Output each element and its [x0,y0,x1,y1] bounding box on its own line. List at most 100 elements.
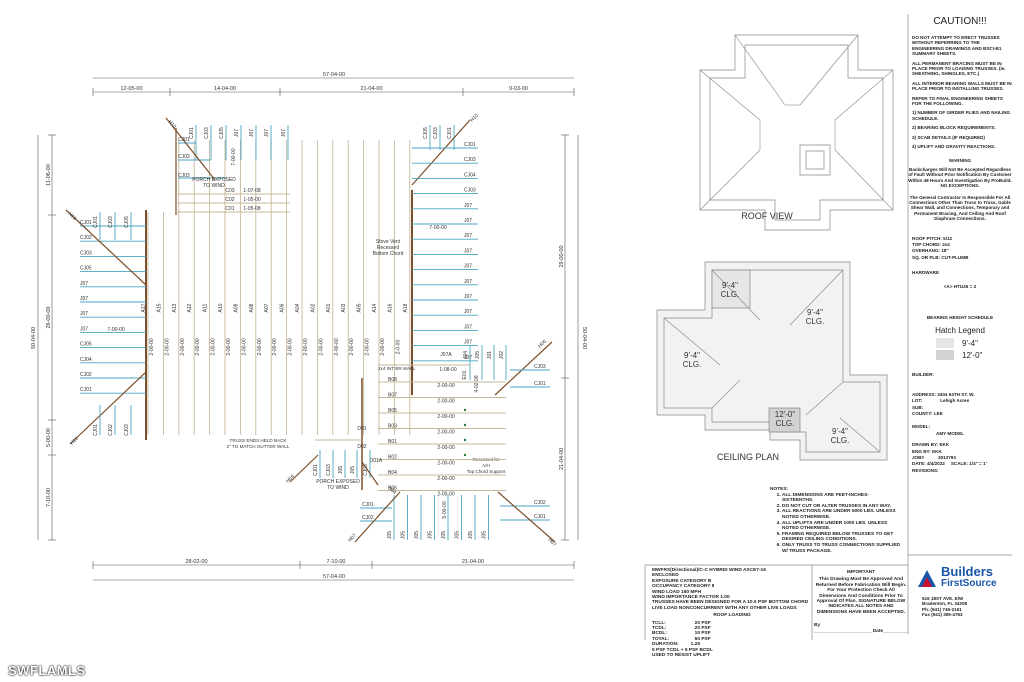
mwfrs-line: EXPOSURE CATEGORY B [652,578,712,584]
b-spacing: 2-00-00 [437,492,454,498]
porch-note-top: PORCH EXPOSED [192,177,236,183]
c-truss-label: C03 [225,188,234,194]
ceiling-plan-title: CEILING PLAN [717,452,779,462]
dim-left-segment: 26-00-00 [46,306,52,328]
a-spacing: 2-00-00 [380,338,386,355]
a-truss-label: A17 [141,303,147,312]
a-truss-label: A08 [249,303,255,312]
jack-label: J07 [281,129,287,137]
roof-view-title: ROOF VIEW [741,211,793,221]
hip-line [361,461,379,486]
caution-para-6: 2) BEARING BLOCK REQUIREMENTS. [912,125,996,131]
company-address-2: Bradenton, FL 34208 [922,601,968,607]
jack-label: CJ01 [534,514,546,520]
load-row: BCDL:10 PSF [652,631,711,637]
hardware-title: HARDWARE [912,270,940,276]
caution-para-7: 3) SCAB DETAILS (IF REQUIRED) [912,134,985,140]
hanger-label: H06 [537,339,548,350]
a-spacing: 2-00-00 [303,338,309,355]
revisions: REVISIONS: [912,467,939,473]
dim-right-segment: 29-00-00 [559,245,565,267]
porch-note-bottom: TO WIND [327,485,349,491]
truss-ends-note: TRUSS ENDS HELD BACK [230,438,288,443]
d01-label: D01 [357,426,366,432]
b-spacing: 2-00-00 [437,445,454,451]
ceiling-room-12ft [768,407,801,433]
dim-top-segment: 12-05-00 [120,86,142,92]
ceiling-hip [839,417,881,453]
jack-label: CJ03 [464,188,476,194]
hip-line [494,341,553,396]
ceiling-height-label: 9'-4" [832,427,848,436]
jack-label: CJ01 [93,216,99,228]
jack-label: CJ03 [433,127,439,139]
jack-label: J07 [80,296,88,302]
ceiling-height-label: 9'-4" [722,281,738,290]
jack-label: J05 [387,531,393,539]
hip-line [497,491,556,543]
dim-left-segment: 7-10-00 [46,488,52,507]
j07a-label: J07A [440,352,452,358]
a-truss-label: A11 [203,304,209,313]
b-truss-label: B03 [388,424,397,430]
hip-line [65,209,147,286]
jack-label: CJ04 [80,357,92,363]
jack-label: CJ05 [423,127,429,139]
jack-label: CJ01 [80,387,92,393]
hardware-value: <A> HTU26 = 2 [943,283,977,289]
note-2: DO NOT CUT OR ALTER TRUSSES IN ANY WAY. [782,504,900,510]
mwfrs-line: MWFRS(Directional)/C-C HYBRID WIND ASCE7… [652,568,766,573]
jack-label: CJ03 [534,364,546,370]
caution-title: CAUTION!!! [933,16,987,27]
dim-left-segment: 11-06-00 [46,164,52,186]
hip-line [834,69,894,121]
top-chord: TOP CHORD: 2x4 [912,241,950,247]
title-block: CAUTION!!! DO NOT ATTEMPT TO ERECT TRUSS… [908,14,1012,634]
jack-label: CJ01 [464,142,476,148]
jack-label: J07 [464,309,472,315]
a-truss-label: A06 [280,303,286,312]
porch-span: 5-00-00 [442,501,448,518]
mwfrs-line: OCCUPANCY CATEGORY II [652,584,715,590]
jack-label: J05 [441,531,447,539]
jack-label: J05 [401,531,407,539]
jack-label: J07 [464,264,472,270]
a-spacing: 2-00-00 [195,338,201,355]
ceiling-plan: 9'-4"CLG.9'-4"CLG.9'-4"CLG.12'-0"CLG.9'-… [656,261,888,462]
note-5: FRAMING REQUIRED BELOW TRUSSES TO GET DE… [782,532,900,543]
ceiling-hip [789,269,844,326]
b-spacing: 2-00-00 [437,461,454,467]
connection-dot [463,408,467,412]
roof-view: ROOF VIEW [699,34,894,231]
hatch-swatch [936,350,954,361]
recessed-note: Top Chord Support [467,469,506,474]
note-4: ALL UPLIFTS ARE UNDER 1000 LBS. UNLESS N… [782,521,900,532]
hanger-label: H07 [547,537,558,548]
b-truss-label: B01 [388,439,397,445]
jack-label: J07 [464,340,472,346]
company-name-2: FirstSource [941,578,997,589]
a-truss-label: A13 [172,303,178,312]
jack-label: J07 [234,129,240,137]
jack-label: CJ03 [464,157,476,163]
mwfrs-line: WIND IMPORTANCE FACTOR 1.00 [652,595,730,601]
dim-top-segment: 9-03-00 [509,86,528,92]
jack-label: CJ05 [80,342,92,348]
mwfrs-tail: USED TO RESIST UPLIFT [652,653,711,659]
jack-label: CJ01 [447,127,453,139]
jack-label: CJ01 [362,502,374,508]
jack-label: J07 [464,324,472,330]
stove-vent-note: Recessed [377,245,399,251]
jack-label: J05 [414,531,420,539]
a-spacing: 2-00-00 [241,338,247,355]
hip-line [165,117,216,181]
caution-para-2: ALL PERMANENT BRACING MUST BE IN PLACE P… [912,60,1006,77]
jack-label: CJ02 [108,424,114,436]
warning-title: WARNING [948,157,972,163]
load-row: DURATION:1.25 [652,642,700,648]
jack-label: CJ03 [178,154,190,160]
connection-dot [463,453,467,457]
important-body: This Drawing Must Be Approved And Return… [815,577,907,615]
